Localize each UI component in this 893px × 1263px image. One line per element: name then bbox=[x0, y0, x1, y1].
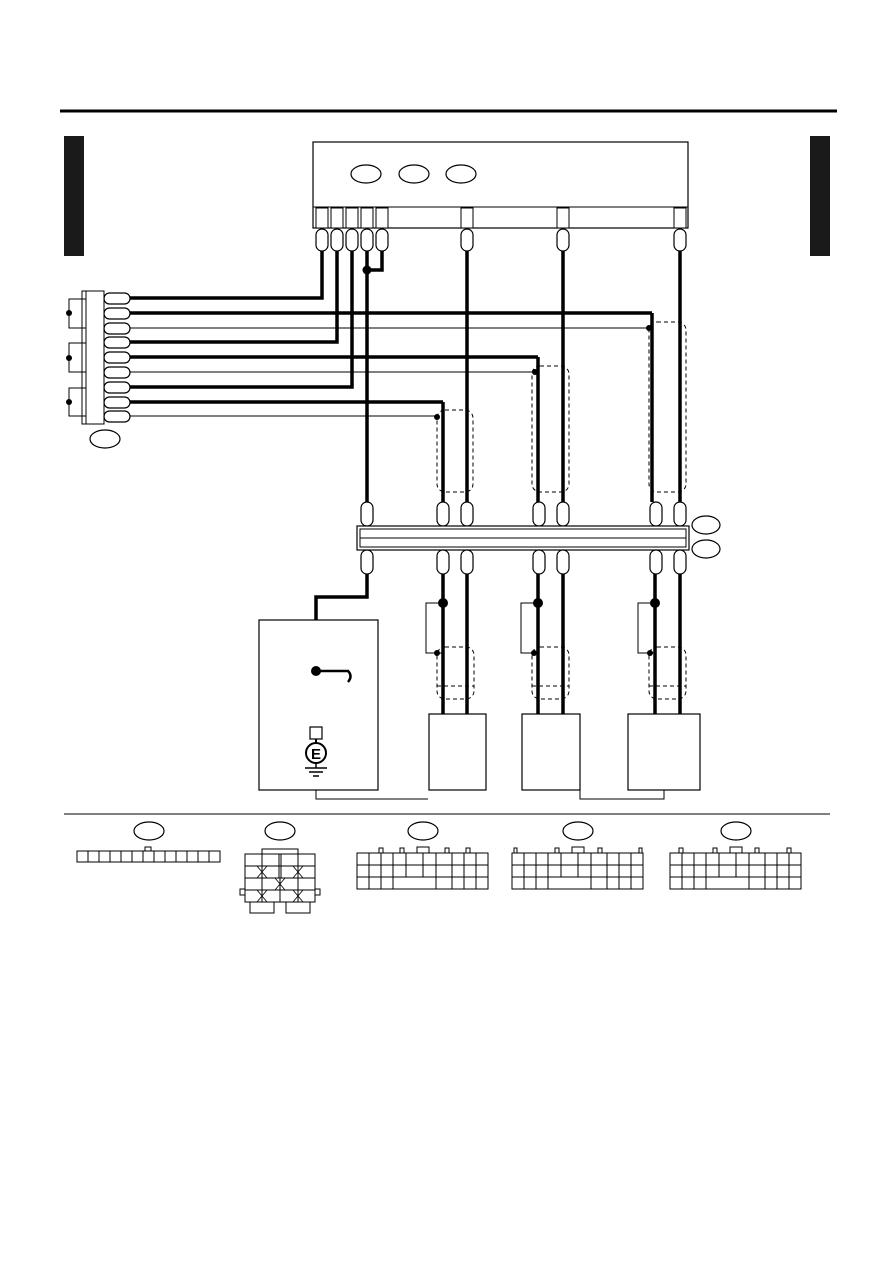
joint-connector bbox=[356, 515, 721, 559]
sensor-box-1 bbox=[428, 713, 487, 791]
thick-wires bbox=[130, 251, 682, 502]
side-tab-left bbox=[64, 136, 84, 256]
joint-callout-lower bbox=[691, 539, 721, 559]
sensor-box-3 bbox=[627, 713, 701, 791]
thin-wires bbox=[130, 327, 652, 417]
shield-lower bbox=[436, 646, 687, 700]
shield-drain-wires bbox=[425, 602, 655, 654]
module-connector-callout-3 bbox=[445, 164, 477, 184]
shield-upper bbox=[436, 321, 687, 493]
joint-callout-upper bbox=[691, 515, 721, 535]
module-connector-callout-1 bbox=[350, 164, 382, 184]
ground-label: E bbox=[311, 746, 321, 763]
ground-brackets bbox=[315, 790, 665, 800]
connector-view-5 bbox=[669, 821, 802, 890]
sensor-box-2 bbox=[521, 713, 581, 791]
left-connector bbox=[66, 290, 131, 449]
connector-view-1 bbox=[76, 821, 221, 863]
side-tab-right bbox=[810, 136, 830, 256]
module-connector-callout-2 bbox=[398, 164, 430, 184]
ground-module: E bbox=[258, 619, 379, 791]
connector-view-2 bbox=[239, 821, 321, 914]
module-terminals bbox=[315, 228, 687, 252]
connector-view-3 bbox=[356, 821, 489, 890]
joint-terminals-lower bbox=[360, 549, 687, 575]
joint-terminals-upper bbox=[360, 501, 687, 527]
left-connector-callout bbox=[89, 429, 121, 449]
control-module bbox=[312, 141, 689, 229]
connector-view-4 bbox=[511, 821, 644, 890]
